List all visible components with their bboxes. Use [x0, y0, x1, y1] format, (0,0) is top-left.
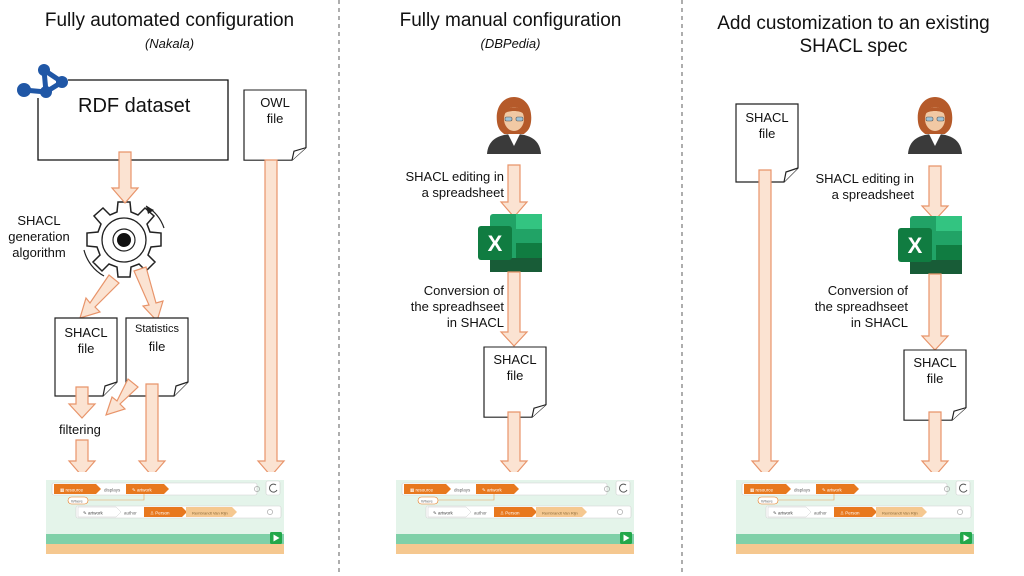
arrow-stats-to-filter: [105, 378, 139, 416]
shacl-file-label-2b: file: [506, 368, 524, 383]
arrow-shacl-to-filter: [67, 386, 97, 419]
stats-file-label-a: Statistics: [134, 323, 179, 335]
conv-label-3a: Conversion of: [827, 283, 908, 298]
rdf-dataset-box: [37, 79, 229, 161]
column-2-title: Fully manual configuration: [399, 10, 622, 31]
algo-label-2: generation: [8, 229, 70, 244]
shacl-file-label-1a: SHACL: [64, 325, 108, 340]
shacl-file-label-3b: file: [926, 371, 944, 386]
conv-label-2a: Conversion of: [423, 283, 504, 298]
column-3-title-line1: Add customization to an existing: [717, 13, 990, 34]
stats-file-label-b: file: [148, 339, 166, 354]
shacl-file-label-2a: SHACL: [493, 352, 537, 367]
arrow-excel-to-shacl-3: [920, 273, 950, 351]
owl-file-label-1: OWL: [260, 95, 290, 110]
arrow-gear-to-shacl: [79, 274, 120, 319]
shacl-in-label-b: file: [758, 126, 776, 141]
conv-label-2c: in SHACL: [446, 315, 504, 330]
arrow-excel-to-shacl: [499, 271, 529, 347]
shacl-file-label-1b: file: [77, 341, 95, 356]
arrow-person-to-excel-3: [920, 165, 950, 221]
arrow-shacl-to-editor-3: [920, 411, 950, 477]
column-2-subtitle: (DBPedia): [480, 36, 541, 51]
user-avatar-icon: [487, 97, 541, 154]
shacl-editor-preview-2: [395, 471, 635, 563]
shacl-editor-preview-1: [45, 471, 285, 563]
shacl-in-label-a: SHACL: [745, 110, 789, 125]
conv-label-3c: in SHACL: [850, 315, 908, 330]
column-1-title: Fully automated configuration: [44, 10, 295, 31]
algo-label-3: algorithm: [12, 245, 66, 260]
arrow-person-to-excel: [499, 164, 529, 218]
rdf-dataset-label: RDF dataset: [78, 95, 191, 117]
conv-label-2b: the spreadhseet: [410, 299, 504, 314]
arrow-rdf-to-gear: [110, 151, 140, 204]
edit-label-2a: SHACL editing in: [405, 169, 504, 184]
arrow-stats-to-editor: [137, 383, 167, 477]
shacl-file-label-3a: SHACL: [913, 355, 957, 370]
filtering-label: filtering: [59, 422, 101, 437]
conv-label-3b: the spreadhseet: [814, 299, 908, 314]
edit-label-2b: a spreadsheet: [421, 185, 504, 200]
arrow-gear-to-stats: [133, 266, 164, 323]
shacl-editor-preview-3: [735, 471, 975, 563]
arrow-shacl-in-to-editor: [750, 169, 780, 477]
svg-text:X: X: [488, 231, 503, 256]
algo-label-1: SHACL: [17, 213, 61, 228]
gear-icon: [83, 201, 165, 278]
excel-icon-3: X: [898, 216, 962, 274]
owl-file-label-2: file: [266, 111, 284, 126]
svg-text:X: X: [908, 233, 923, 258]
column-3-title-line2: SHACL spec: [799, 36, 908, 57]
arrow-owl-to-editor: [256, 159, 286, 477]
arrow-filter-to-editor: [67, 439, 97, 477]
rdf-icon: [17, 64, 68, 98]
edit-label-3a: SHACL editing in: [815, 171, 914, 186]
user-avatar-icon-3: [908, 97, 962, 154]
excel-icon: X: [478, 214, 542, 272]
edit-label-3b: a spreadsheet: [831, 187, 914, 202]
arrow-shacl-to-editor-2: [499, 411, 529, 477]
column-1-subtitle: (Nakala): [144, 36, 195, 51]
